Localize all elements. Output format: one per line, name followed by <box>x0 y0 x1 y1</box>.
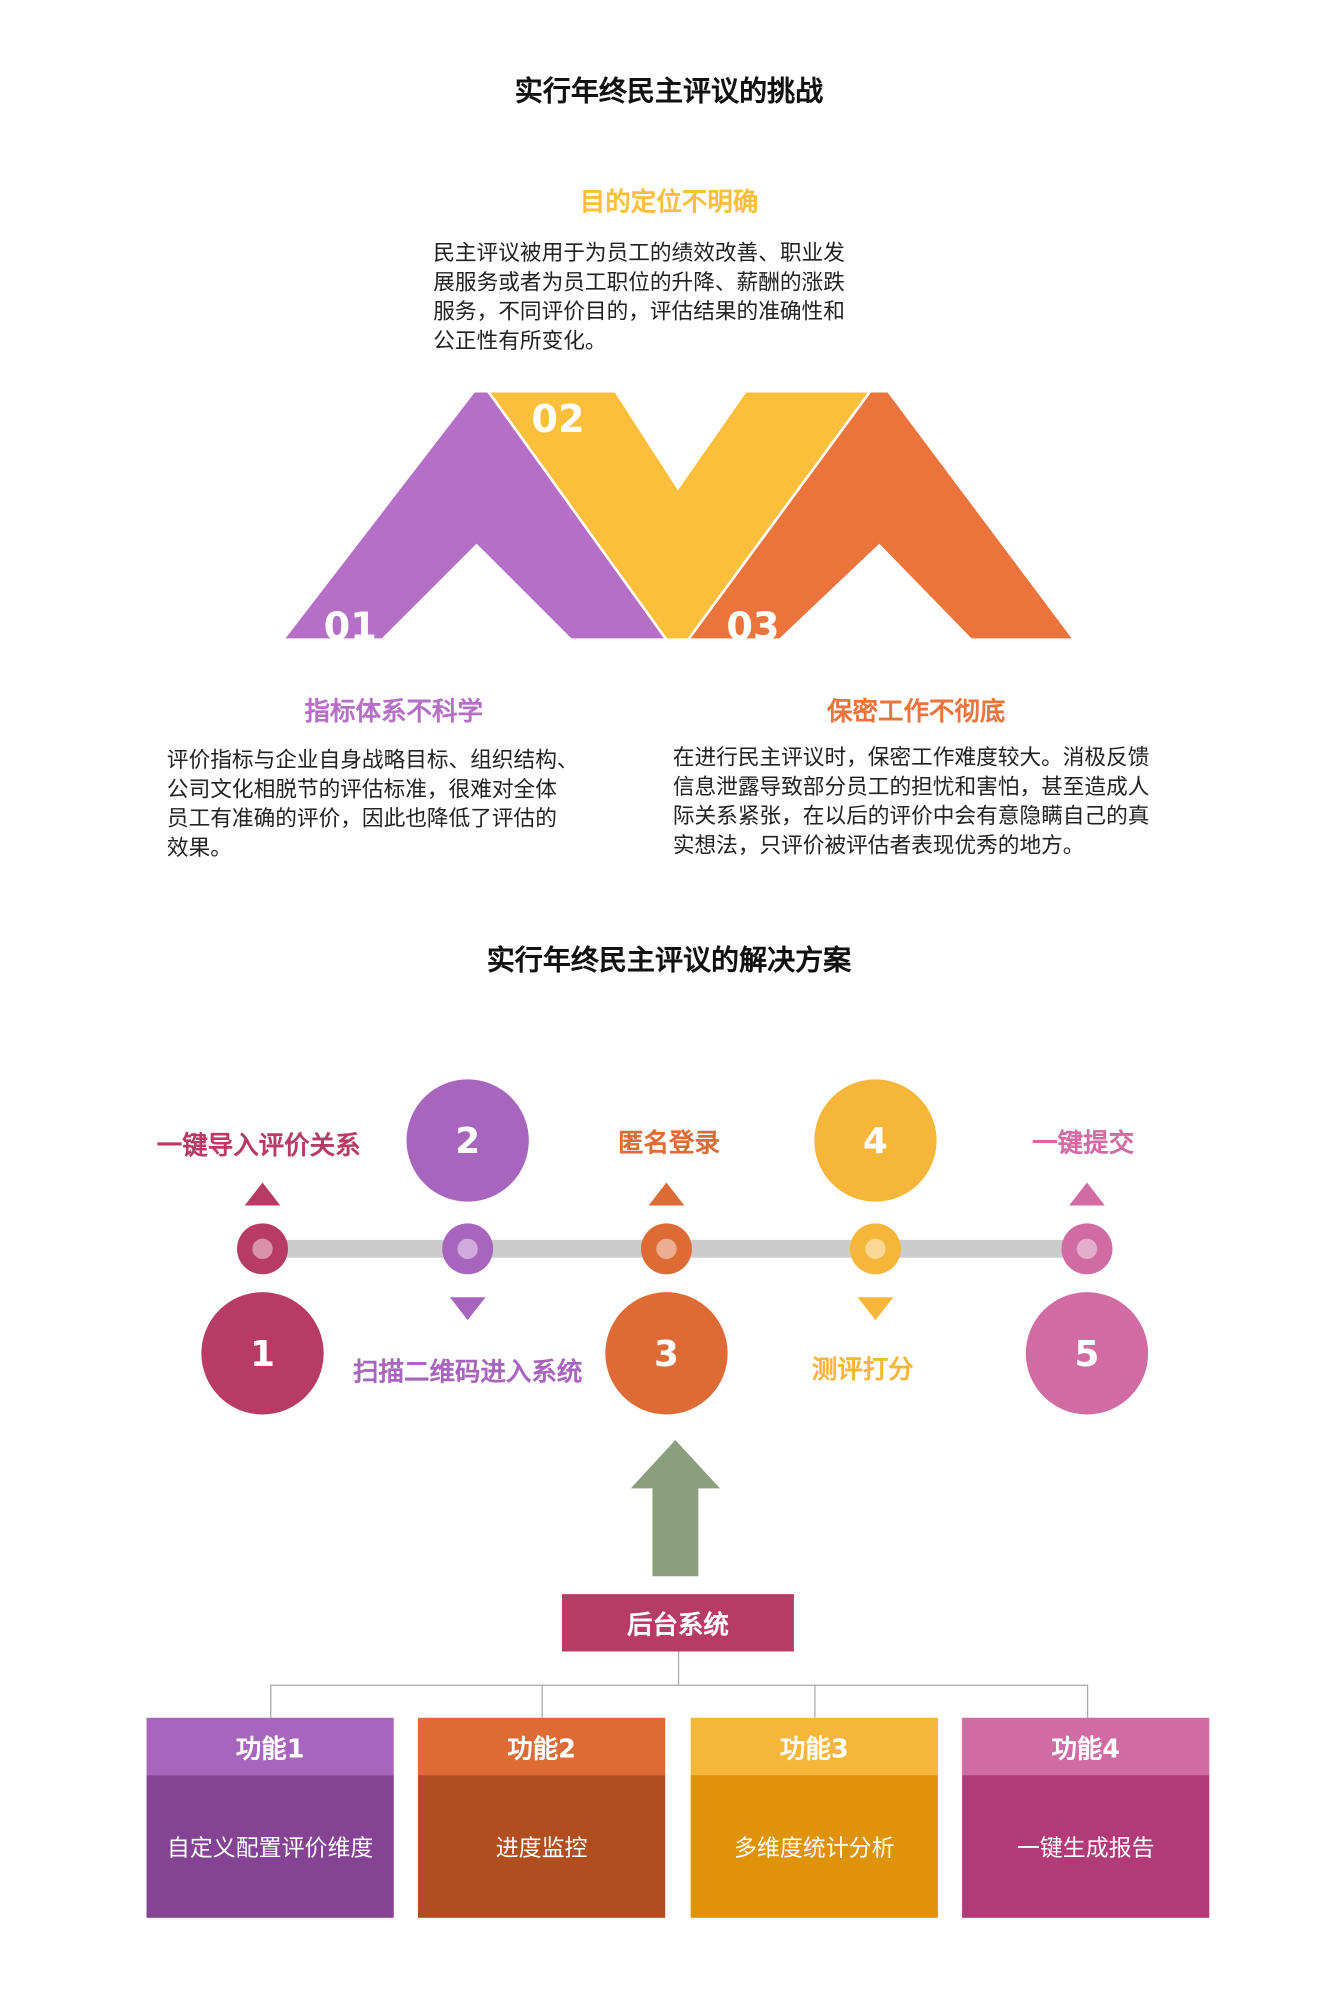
triangle-up-icon <box>244 1182 281 1206</box>
text-line: 民主评议被用于为员工的绩效改善、职业发 <box>433 240 845 267</box>
challenge-01-text: 评价指标与企业自身战略目标、组织结构、 公司文化相脱节的评估标准，很难对全体 员… <box>167 747 579 864</box>
step-2-circle: 2 <box>406 1079 529 1202</box>
function-title: 功能3 <box>690 1717 938 1776</box>
step-3-label: 匿名登录 <box>618 1127 720 1158</box>
triangle-down-icon <box>857 1297 894 1321</box>
step-1-circle: 1 <box>201 1292 324 1415</box>
step-4-dot <box>849 1223 901 1275</box>
text-line: 评价指标与企业自身战略目标、组织结构、 <box>166 748 579 774</box>
step-5-label: 一键提交 <box>1032 1127 1135 1158</box>
function-2-box: 功能2 进度监控 <box>417 1717 666 1918</box>
function-desc: 多维度统计分析 <box>690 1775 938 1918</box>
function-1-box: 功能1 自定义配置评价维度 <box>146 1717 394 1918</box>
triangle-up-icon <box>648 1182 685 1206</box>
connector-line <box>677 1651 680 1685</box>
shape-01 <box>280 389 669 641</box>
step-3-dot <box>640 1223 692 1275</box>
function-desc: 自定义配置评价维度 <box>146 1775 394 1918</box>
shape-03 <box>685 389 1077 641</box>
step-5-dot <box>1061 1223 1113 1275</box>
connector-line <box>270 1684 272 1718</box>
connector-line <box>541 1684 543 1718</box>
function-title: 功能1 <box>146 1717 394 1776</box>
step-5-circle: 5 <box>1025 1292 1149 1415</box>
number-03: 03 <box>726 606 779 650</box>
text-line: 实想法，只评价被评估者表现优秀的地方。 <box>672 833 1085 859</box>
function-desc: 进度监控 <box>417 1775 666 1918</box>
step-1-dot <box>237 1223 288 1275</box>
function-title: 功能2 <box>417 1717 666 1776</box>
connector-line <box>270 1684 1089 1686</box>
connector-line <box>1086 1684 1089 1718</box>
text-line: 公正性有所变化。 <box>433 328 607 355</box>
function-4-box: 功能4 一键生成报告 <box>962 1717 1210 1918</box>
text-line: 在进行民主评议时，保密工作难度较大。消极反馈 <box>672 745 1150 771</box>
step-4-label: 测评打分 <box>811 1353 914 1385</box>
solutions-title: 实行年终民主评议的解决方案 <box>486 945 852 978</box>
arrow-up-icon <box>630 1439 720 1577</box>
challenge-02-heading: 目的定位不明确 <box>579 186 759 217</box>
function-desc: 一键生成报告 <box>962 1775 1210 1918</box>
function-title: 功能4 <box>962 1717 1210 1776</box>
text-line: 效果。 <box>166 835 232 862</box>
m-shape-diagram: 02 01 03 <box>280 389 1077 650</box>
challenge-02-text: 民主评议被用于为员工的绩效改善、职业发 展服务或者为员工职位的升降、薪酬的涨跌 … <box>433 240 845 357</box>
number-01: 01 <box>324 606 377 650</box>
shape-02 <box>485 389 873 641</box>
step-2-label: 扫描二维码进入系统 <box>352 1356 583 1388</box>
triangle-up-icon <box>1069 1182 1105 1206</box>
text-line: 公司文化相脱节的评估标准，很难对全体 <box>166 777 557 803</box>
triangle-down-icon <box>449 1297 486 1321</box>
number-02: 02 <box>531 398 584 442</box>
challenge-03-heading: 保密工作不彻底 <box>827 695 1006 727</box>
text-line: 际关系紧张，在以后的评价中会有意隐瞒自己的真 <box>672 804 1150 830</box>
text-line: 服务，不同评价目的，评估结果的准确性和 <box>433 299 845 325</box>
challenge-01-heading: 指标体系不科学 <box>304 695 483 727</box>
function-3-box: 功能3 多维度统计分析 <box>690 1717 938 1918</box>
connector-line <box>814 1684 816 1718</box>
challenge-03-text: 在进行民主评议时，保密工作难度较大。消极反馈 信息泄露导致部分员工的担忧和害怕，… <box>673 744 1150 861</box>
step-2-dot <box>442 1223 494 1275</box>
step-4-circle: 4 <box>814 1079 937 1202</box>
challenges-title: 实行年终民主评议的挑战 <box>514 76 824 109</box>
backend-system-box: 后台系统 <box>561 1594 794 1652</box>
text-line: 信息泄露导致部分员工的担忧和害怕，甚至造成人 <box>672 774 1150 801</box>
text-line: 员工有准确的评价，因此也降低了评估的 <box>166 806 557 833</box>
step-1-label: 一键导入评价关系 <box>156 1129 361 1161</box>
text-line: 展服务或者为员工职位的升降、薪酬的涨跌 <box>433 270 845 296</box>
step-3-circle: 3 <box>605 1292 728 1415</box>
